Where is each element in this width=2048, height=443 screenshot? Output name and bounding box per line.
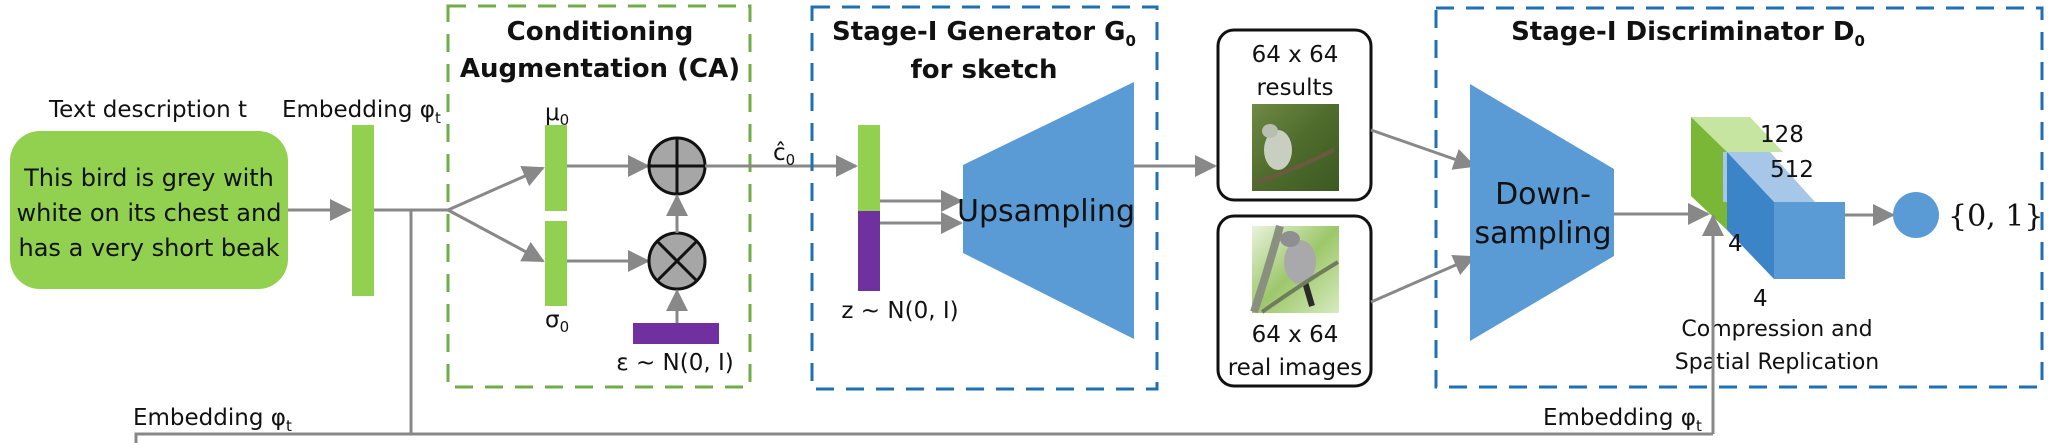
output-node [1893,192,1939,238]
real-images-line-1: 64 x 64 [1252,322,1339,348]
cube-caption-line-1: Compression and [1681,317,1872,342]
cube-label-512: 512 [1770,157,1814,183]
multiply-operator-icon [647,231,707,291]
z-noise-bar [858,211,880,291]
embedding-label: Embedding φt [282,97,441,127]
text-description-box [10,131,288,289]
generator-title-line-2: for sketch [910,55,1057,85]
downsampling-line-1: Down- [1495,177,1591,212]
cube-label-width: 4 [1753,286,1768,312]
arrow-to-sigma [447,208,545,263]
ca-title-line-2: Augmentation (CA) [460,54,740,84]
arrow-real-to-downsampling [1370,254,1476,304]
arrow-results-to-downsampling [1370,128,1476,170]
downsampling-block [1470,84,1614,341]
sigma-label: σ0 [545,307,569,336]
mu-bar [545,125,567,211]
ca-title-line-1: Conditioning [507,17,694,47]
sigma-bar [545,221,567,306]
mu-label: μ0 [545,100,569,129]
upsampling-block [963,82,1134,339]
output-label: {0, 1} [1948,199,2043,234]
epsilon-bar [633,323,719,344]
ca-block-border [446,4,752,389]
downsampling-line-2: sampling [1474,216,1611,251]
cube-front [1774,202,1845,279]
results-line-2: results [1256,75,1333,101]
results-line-1: 64 x 64 [1252,42,1339,68]
real-images-line-2: real images [1228,355,1363,381]
z-noise-label: z ~ N(0, I) [841,298,958,324]
generator-block-border [810,5,1159,391]
cube-text-side [1691,117,1727,230]
add-operator-icon [647,136,707,196]
cube-feat-side [1727,152,1774,279]
embedding-bar [352,125,374,296]
real-bird-image [1250,224,1340,314]
text-description-line-1: This bird is grey with [23,164,274,192]
arrow-to-mu [447,166,545,212]
epsilon-label: ε ~ N(0, I) [616,350,734,376]
cube-label-128: 128 [1760,122,1804,148]
generated-bird-image [1252,104,1339,191]
bottom-embedding-left-label: Embedding φt [133,405,292,435]
discriminator-block-border [1434,6,2044,389]
c-hat-bar [858,125,880,211]
compression-cube [1691,117,1845,279]
input-label: Text description t [48,97,247,123]
bottom-embedding-path [134,432,411,443]
discriminator-title: Stage-I Discriminator D0 [1511,17,1865,50]
bottom-embedding-right-label: Embedding φt [1543,405,1702,435]
text-description-line-3: has a very short beak [19,234,280,262]
cube-caption-line-2: Spatial Replication [1675,350,1879,375]
c-hat-label: ĉ0 [773,140,795,169]
text-description-line-2: white on its chest and [17,199,282,227]
upsampling-label: Upsampling [957,194,1135,229]
generator-title-line-1: Stage-I Generator G0 [832,17,1136,50]
cube-label-height: 4 [1728,231,1743,257]
